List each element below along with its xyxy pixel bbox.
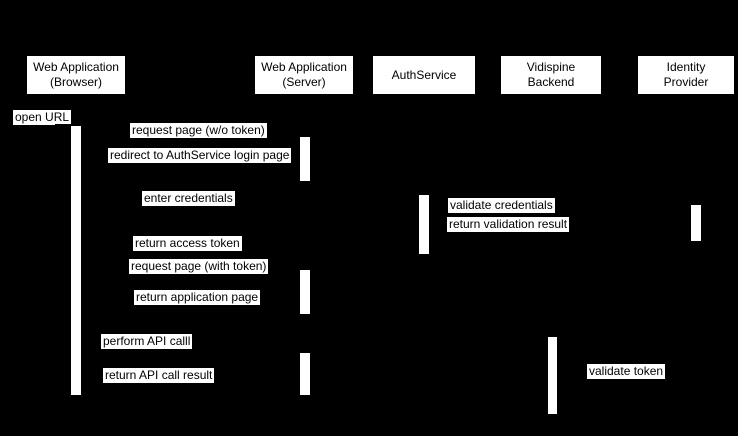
activation-bar-vidispine: [548, 337, 557, 414]
participant-web-application-server: Web Application (Server): [255, 56, 353, 94]
activation-bar-server-1: [300, 137, 310, 181]
message-arrow-fragment: [55, 124, 72, 125]
participant-label: Identity: [666, 60, 706, 74]
participant-identity-provider: Identity Provider: [638, 56, 734, 94]
message-perform-api-call: perform API calll: [101, 334, 193, 349]
activation-bar-server-3: [300, 353, 310, 395]
activation-bar-server-2: [300, 270, 310, 314]
participant-label: Provider: [663, 75, 709, 89]
participant-label: Web Application: [261, 60, 347, 74]
message-return-application-page: return application page: [134, 290, 261, 305]
message-return-api-call-result: return API call result: [103, 368, 215, 383]
activation-bar-identity-provider: [691, 205, 701, 241]
message-redirect-to-authservice-login: redirect to AuthService login page: [108, 148, 292, 163]
activation-bar-authservice: [419, 195, 429, 254]
activation-bar-browser: [71, 126, 81, 395]
message-open-url: open URL: [13, 110, 72, 125]
message-return-validation-result: return validation result: [447, 217, 570, 232]
message-request-page-with-token: request page (with token): [129, 259, 269, 274]
message-request-page-wo-token: request page (w/o token): [130, 123, 267, 138]
participant-vidispine-backend: Vidispine Backend: [501, 56, 601, 94]
participant-web-application-browser: Web Application (Browser): [27, 56, 125, 94]
participant-label: Vidispine: [526, 60, 576, 74]
message-enter-credentials: enter credentials: [142, 191, 235, 206]
message-return-access-token: return access token: [133, 236, 242, 251]
participant-label: Web Application: [33, 60, 119, 74]
message-validate-credentials: validate credentials: [448, 198, 555, 213]
participant-label: AuthService: [391, 67, 457, 82]
participant-label: (Server): [282, 75, 326, 89]
participant-label: Backend: [527, 75, 575, 89]
participant-authservice: AuthService: [373, 56, 475, 94]
participant-label: (Browser): [49, 75, 102, 89]
message-validate-token: validate token: [587, 364, 666, 379]
